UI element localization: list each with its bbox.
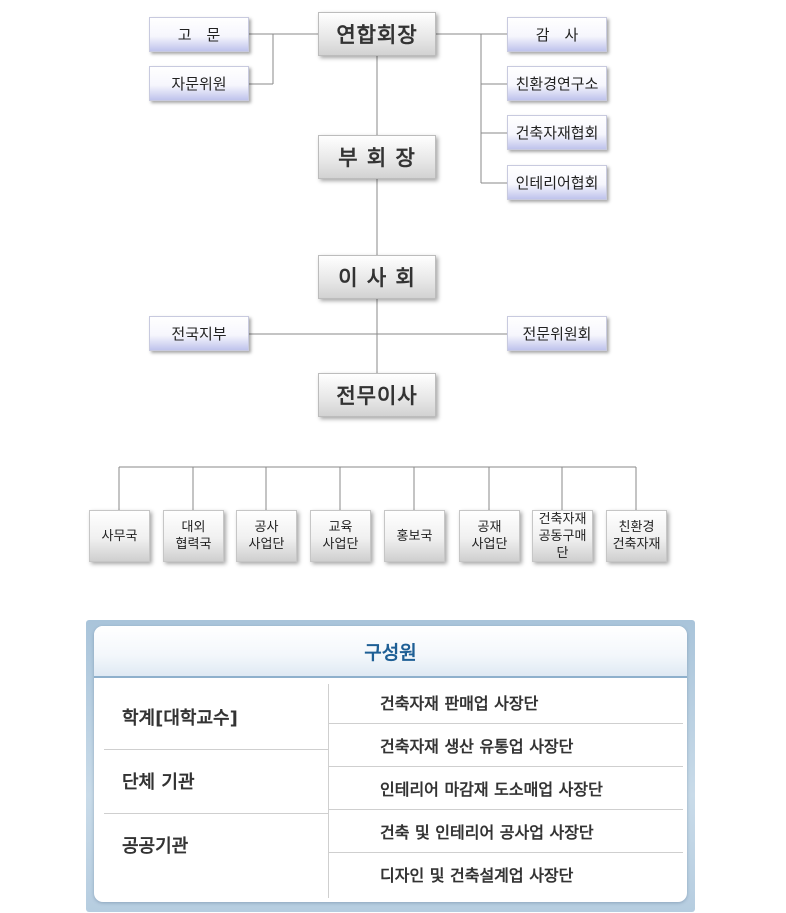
member-group: 건축자재 생산 유통업 사장단 — [380, 736, 574, 756]
eco-institute-box: 친환경연구소 — [507, 66, 607, 101]
board-box: 이 사 회 — [318, 255, 436, 299]
divider — [104, 813, 328, 814]
vice-chairman-box: 부 회 장 — [318, 135, 436, 179]
member-category: 학계[대학교수] — [122, 708, 238, 729]
column-divider — [328, 684, 329, 898]
member-category: 단체 기관 — [122, 772, 195, 793]
materials-association-box: 건축자재협회 — [507, 115, 607, 150]
divider — [328, 723, 683, 724]
member-group: 인테리어 마감재 도소매업 사장단 — [380, 779, 603, 799]
advisor-box: 고 문 — [149, 17, 249, 52]
advisory-committee-box: 자문위원 — [149, 66, 249, 101]
dept-box: 홍보국 — [384, 510, 445, 562]
members-title: 구성원 — [94, 626, 687, 678]
member-category: 공공기관 — [122, 836, 189, 857]
auditor-box: 감 사 — [507, 17, 607, 52]
member-group: 건축 및 인테리어 공사업 사장단 — [380, 822, 594, 842]
member-group: 디자인 및 건축설계업 사장단 — [380, 865, 574, 885]
expert-committee-box: 전문위원회 — [507, 316, 607, 351]
members-panel-body: 구성원 학계[대학교수] 단체 기관 공공기관 건축자재 판매업 사장단 건축자… — [94, 626, 687, 902]
members-panel: 구성원 학계[대학교수] 단체 기관 공공기관 건축자재 판매업 사장단 건축자… — [86, 620, 695, 912]
divider — [328, 852, 683, 853]
divider — [328, 809, 683, 810]
dept-box: 사무국 — [89, 510, 150, 562]
executive-director-box: 전무이사 — [318, 373, 436, 417]
divider — [328, 766, 683, 767]
divider — [104, 749, 328, 750]
branches-box: 전국지부 — [149, 316, 249, 351]
member-group: 건축자재 판매업 사장단 — [380, 693, 539, 713]
chairman-box: 연합회장 — [318, 12, 436, 56]
interior-association-box: 인테리어협회 — [507, 165, 607, 200]
